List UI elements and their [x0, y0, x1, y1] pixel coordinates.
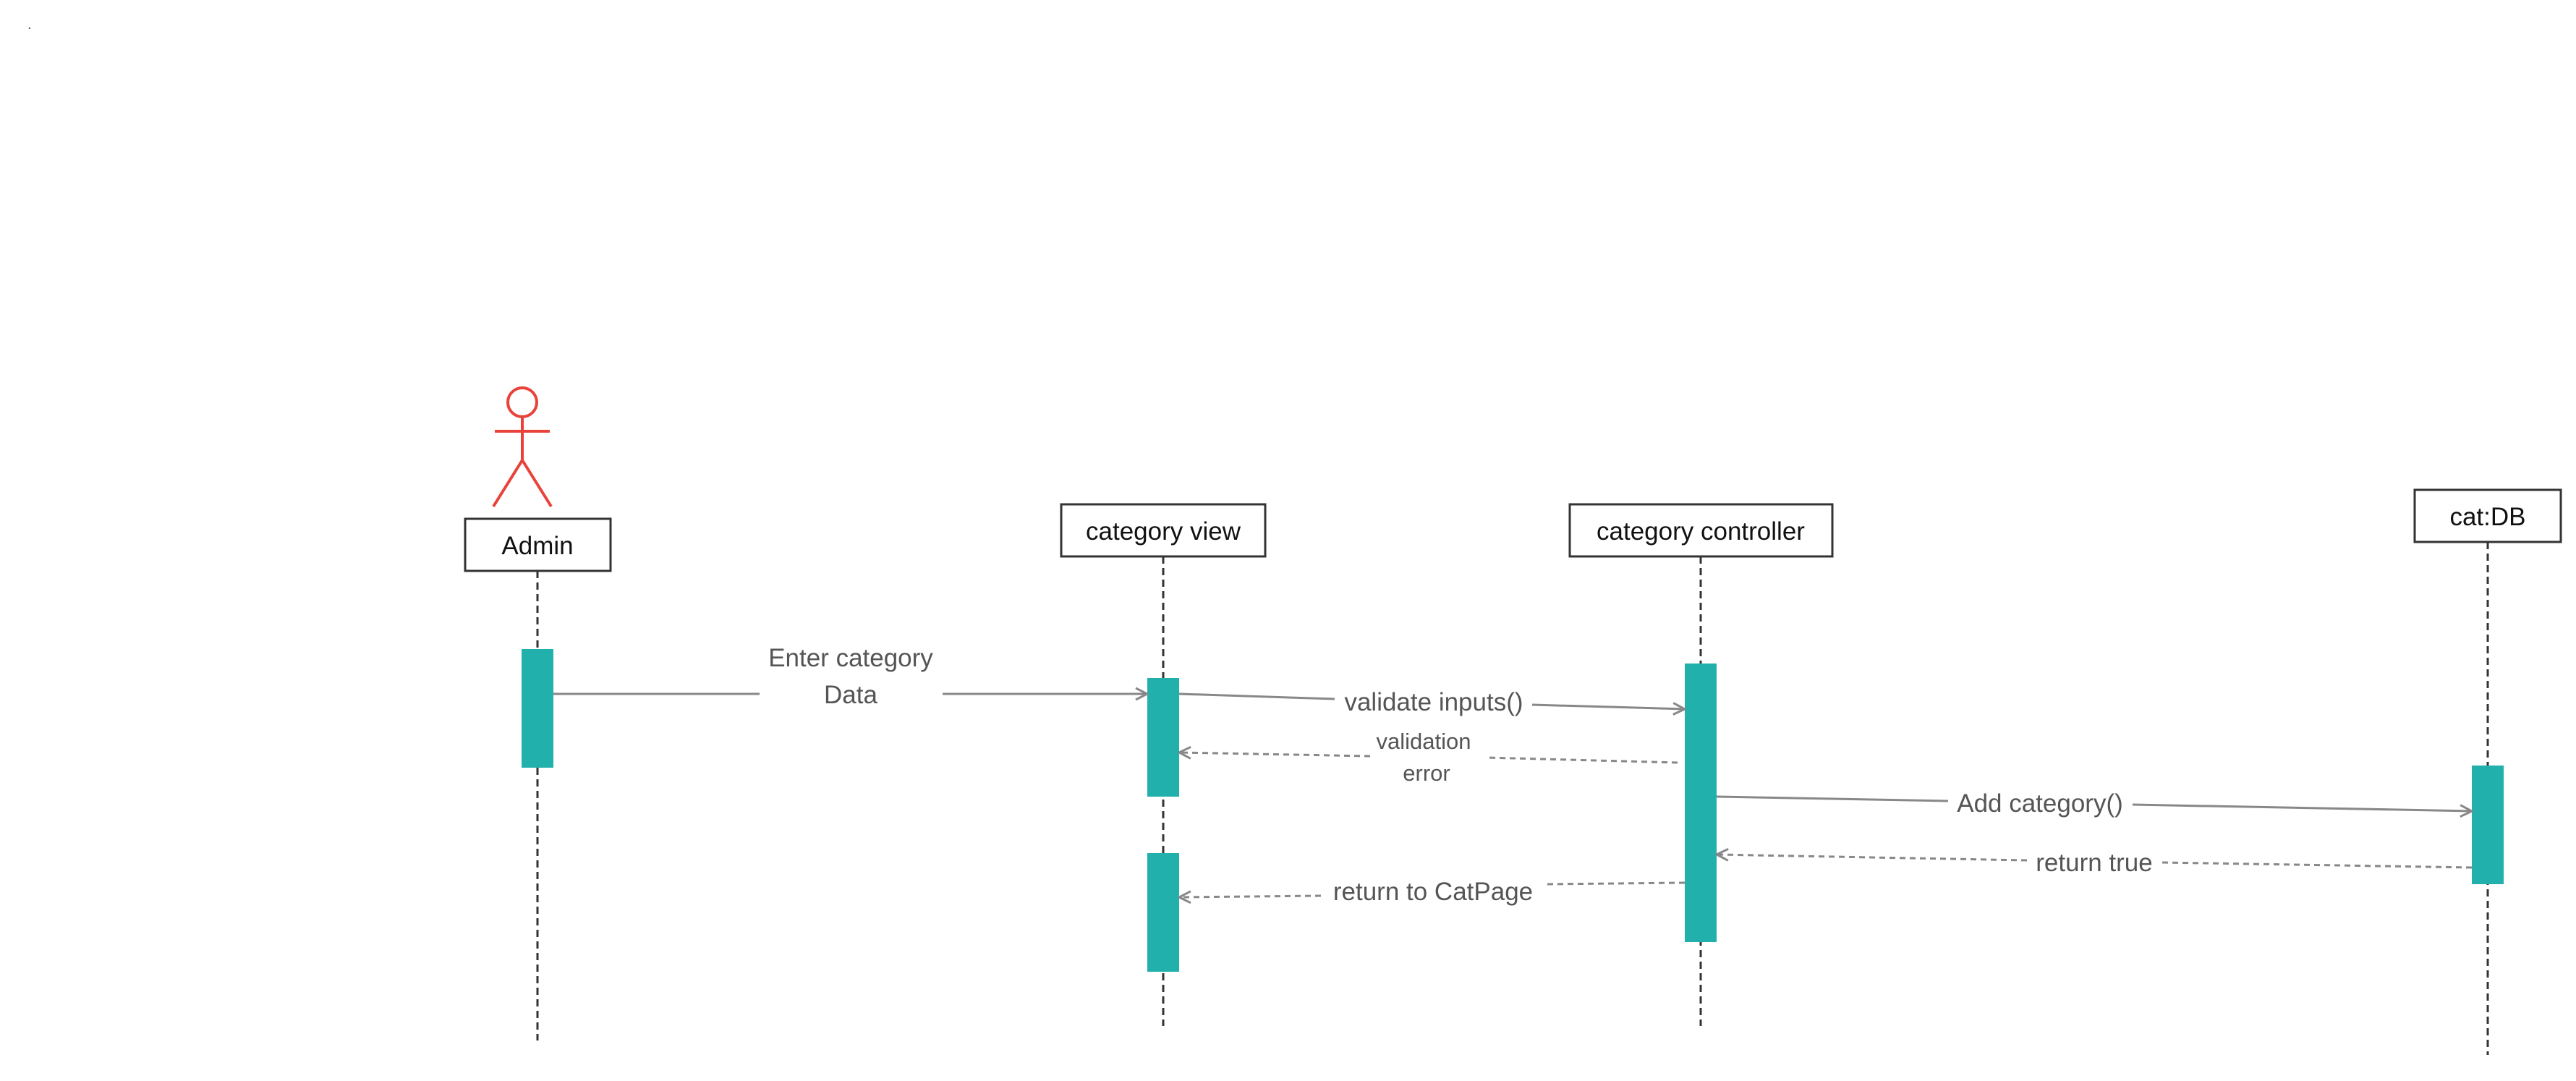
- participant-category-view-label: category view: [1086, 517, 1241, 546]
- message-return-true-label: return true: [2036, 849, 2152, 877]
- message-validation-error-label-line1: validation: [1377, 729, 1471, 754]
- message-validate-inputs: validate inputs(): [1178, 688, 1685, 716]
- message-add-category: Add category(): [1716, 789, 2472, 818]
- corner-mark: .: [27, 17, 32, 33]
- message-return-to-catpage-label: return to CatPage: [1333, 878, 1533, 906]
- message-return-to-catpage: return to CatPage: [1179, 878, 1686, 906]
- message-return-true: return true: [1717, 849, 2473, 877]
- activation-db: [2472, 766, 2504, 884]
- activation-admin: [522, 649, 553, 768]
- participant-category-controller: category controller: [1568, 503, 1834, 558]
- message-enter-category-label-line2: Data: [824, 681, 877, 709]
- participant-category-view: category view: [1060, 503, 1267, 558]
- participant-cat-db: cat:DB: [2413, 488, 2562, 543]
- message-enter-category-label-line1: Enter category: [768, 644, 933, 672]
- participant-admin-label: Admin: [501, 532, 573, 560]
- message-validation-error-label-line2: error: [1403, 760, 1450, 786]
- participant-category-controller-label: category controller: [1597, 517, 1805, 546]
- participant-cat-db-label: cat:DB: [2449, 503, 2525, 531]
- message-enter-category-data: Enter category Data: [553, 644, 1147, 709]
- activation-view-1: [1147, 678, 1179, 797]
- activation-controller: [1685, 664, 1717, 942]
- message-add-category-label: Add category(): [1957, 789, 2123, 818]
- activation-view-2: [1147, 853, 1179, 972]
- message-validation-error: validation error: [1179, 729, 1678, 786]
- message-validate-inputs-label: validate inputs(): [1344, 688, 1523, 716]
- participant-admin: Admin: [464, 517, 612, 572]
- admin-actor-icon: [492, 386, 553, 508]
